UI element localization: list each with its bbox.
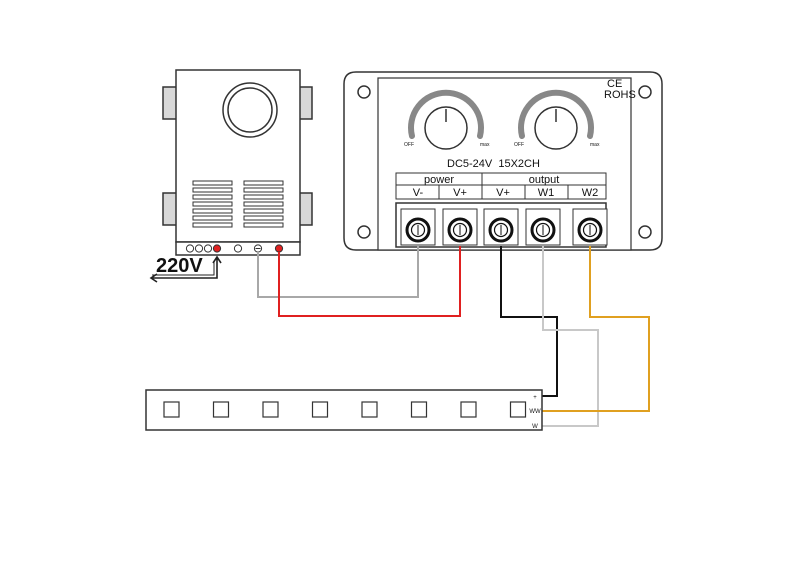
screw-terminal-w2[interactable] [572,208,608,246]
wire-orange-w2 [530,246,650,412]
psu-vent-slot [243,222,284,228]
led-chip [163,401,180,418]
terminal-label-table: power output V- V+ V+ W1 W2 [395,172,607,200]
ac-input-arrow-inner [152,262,215,276]
psu-terminal-ac-red [212,244,222,253]
led-chip [212,401,230,418]
ac-input: 220V [149,255,222,283]
psu-vent-slot [192,215,233,221]
terminal-table-frame [395,172,607,200]
strip-pin-w: W [532,424,538,430]
model-label: DC5-24V 15X2CH [447,158,540,170]
wire-gray-negative [257,246,419,298]
psu-vent-slot [243,201,284,207]
psu-vent-slot [192,201,233,207]
knob-1-dial [424,106,468,150]
psu-vent-slot [192,180,233,186]
controller: CE ROHS OFF max OFF max DC5-24V 15X2CH [343,71,663,251]
dimmer-knob-1[interactable]: OFF max [404,89,490,150]
led-strip: + WW W [145,389,543,431]
led-chip [262,401,279,418]
screw-terminal-v-plus-in[interactable] [442,208,478,246]
psu-vent-slot [243,194,284,200]
mount-hole-top-right [638,85,652,99]
psu-fan-inner [227,87,273,133]
mount-hole-bottom-left [357,225,371,239]
led-chip [361,401,378,418]
psu-vent-slot [192,194,233,200]
ac-input-label: 220V [156,255,203,277]
mount-hole-bottom-right [638,225,652,239]
psu-terminal-3 [203,244,213,253]
knob-1-off-label: OFF [404,142,414,148]
psu-terminal-plus-red [274,244,284,253]
dimmer-knob-2[interactable]: OFF max [514,89,600,150]
knob-2-arc [518,89,594,139]
group-label-output: output [529,174,560,186]
psu-vent-slot [192,187,233,193]
group-label-power: power [424,174,454,186]
psu-vent-slot [243,208,284,214]
psu-terminal-1 [185,244,195,253]
terminal-label-v-minus: V- [413,187,424,199]
terminal-label-w1: W1 [538,187,555,199]
led-strip-body [145,389,543,431]
psu-terminal-2 [194,244,204,253]
mount-hole-top-left [357,85,371,99]
wire-light-gray-w1 [530,246,599,427]
wire-red-positive [278,246,461,317]
psu-vent-slot [243,180,284,186]
wires [257,246,650,427]
led-chip [410,401,428,418]
screw-terminals [400,208,608,246]
psu-terminal-5 [233,244,243,253]
psu-vent-slot [243,187,284,193]
cert-rohs: ROHS [604,89,636,101]
led-chip [509,401,527,418]
wire-black-v-plus [500,246,558,397]
psu-vent-slot [192,222,233,228]
psu-vent-slot [243,215,284,221]
screw-terminal-v-plus-out[interactable] [483,208,519,246]
strip-pin-plus: + [533,395,537,401]
psu-left-bracket-bottom [162,192,178,226]
led-chip [311,401,329,418]
psu-vent-slot [192,208,233,214]
knob-2-off-label: OFF [514,142,524,148]
screw-terminal-v-minus[interactable] [400,208,436,246]
knob-2-max-label: max [590,142,600,148]
psu-left-bracket-top [162,86,178,120]
cert-ce: CE [607,78,622,90]
terminal-label-v-plus-in: V+ [453,187,467,199]
knob-2-dial [534,106,578,150]
led-strip-leds [163,401,527,418]
psu-vent-grille [192,180,284,228]
knob-1-max-label: max [480,142,490,148]
led-chip [460,401,477,418]
terminal-label-w2: W2 [582,187,599,199]
strip-pin-ww: WW [529,409,541,415]
terminal-label-v-plus-out: V+ [496,187,510,199]
knob-1-arc [408,89,484,139]
power-supply [162,69,313,256]
screw-terminal-w1[interactable] [525,208,561,246]
